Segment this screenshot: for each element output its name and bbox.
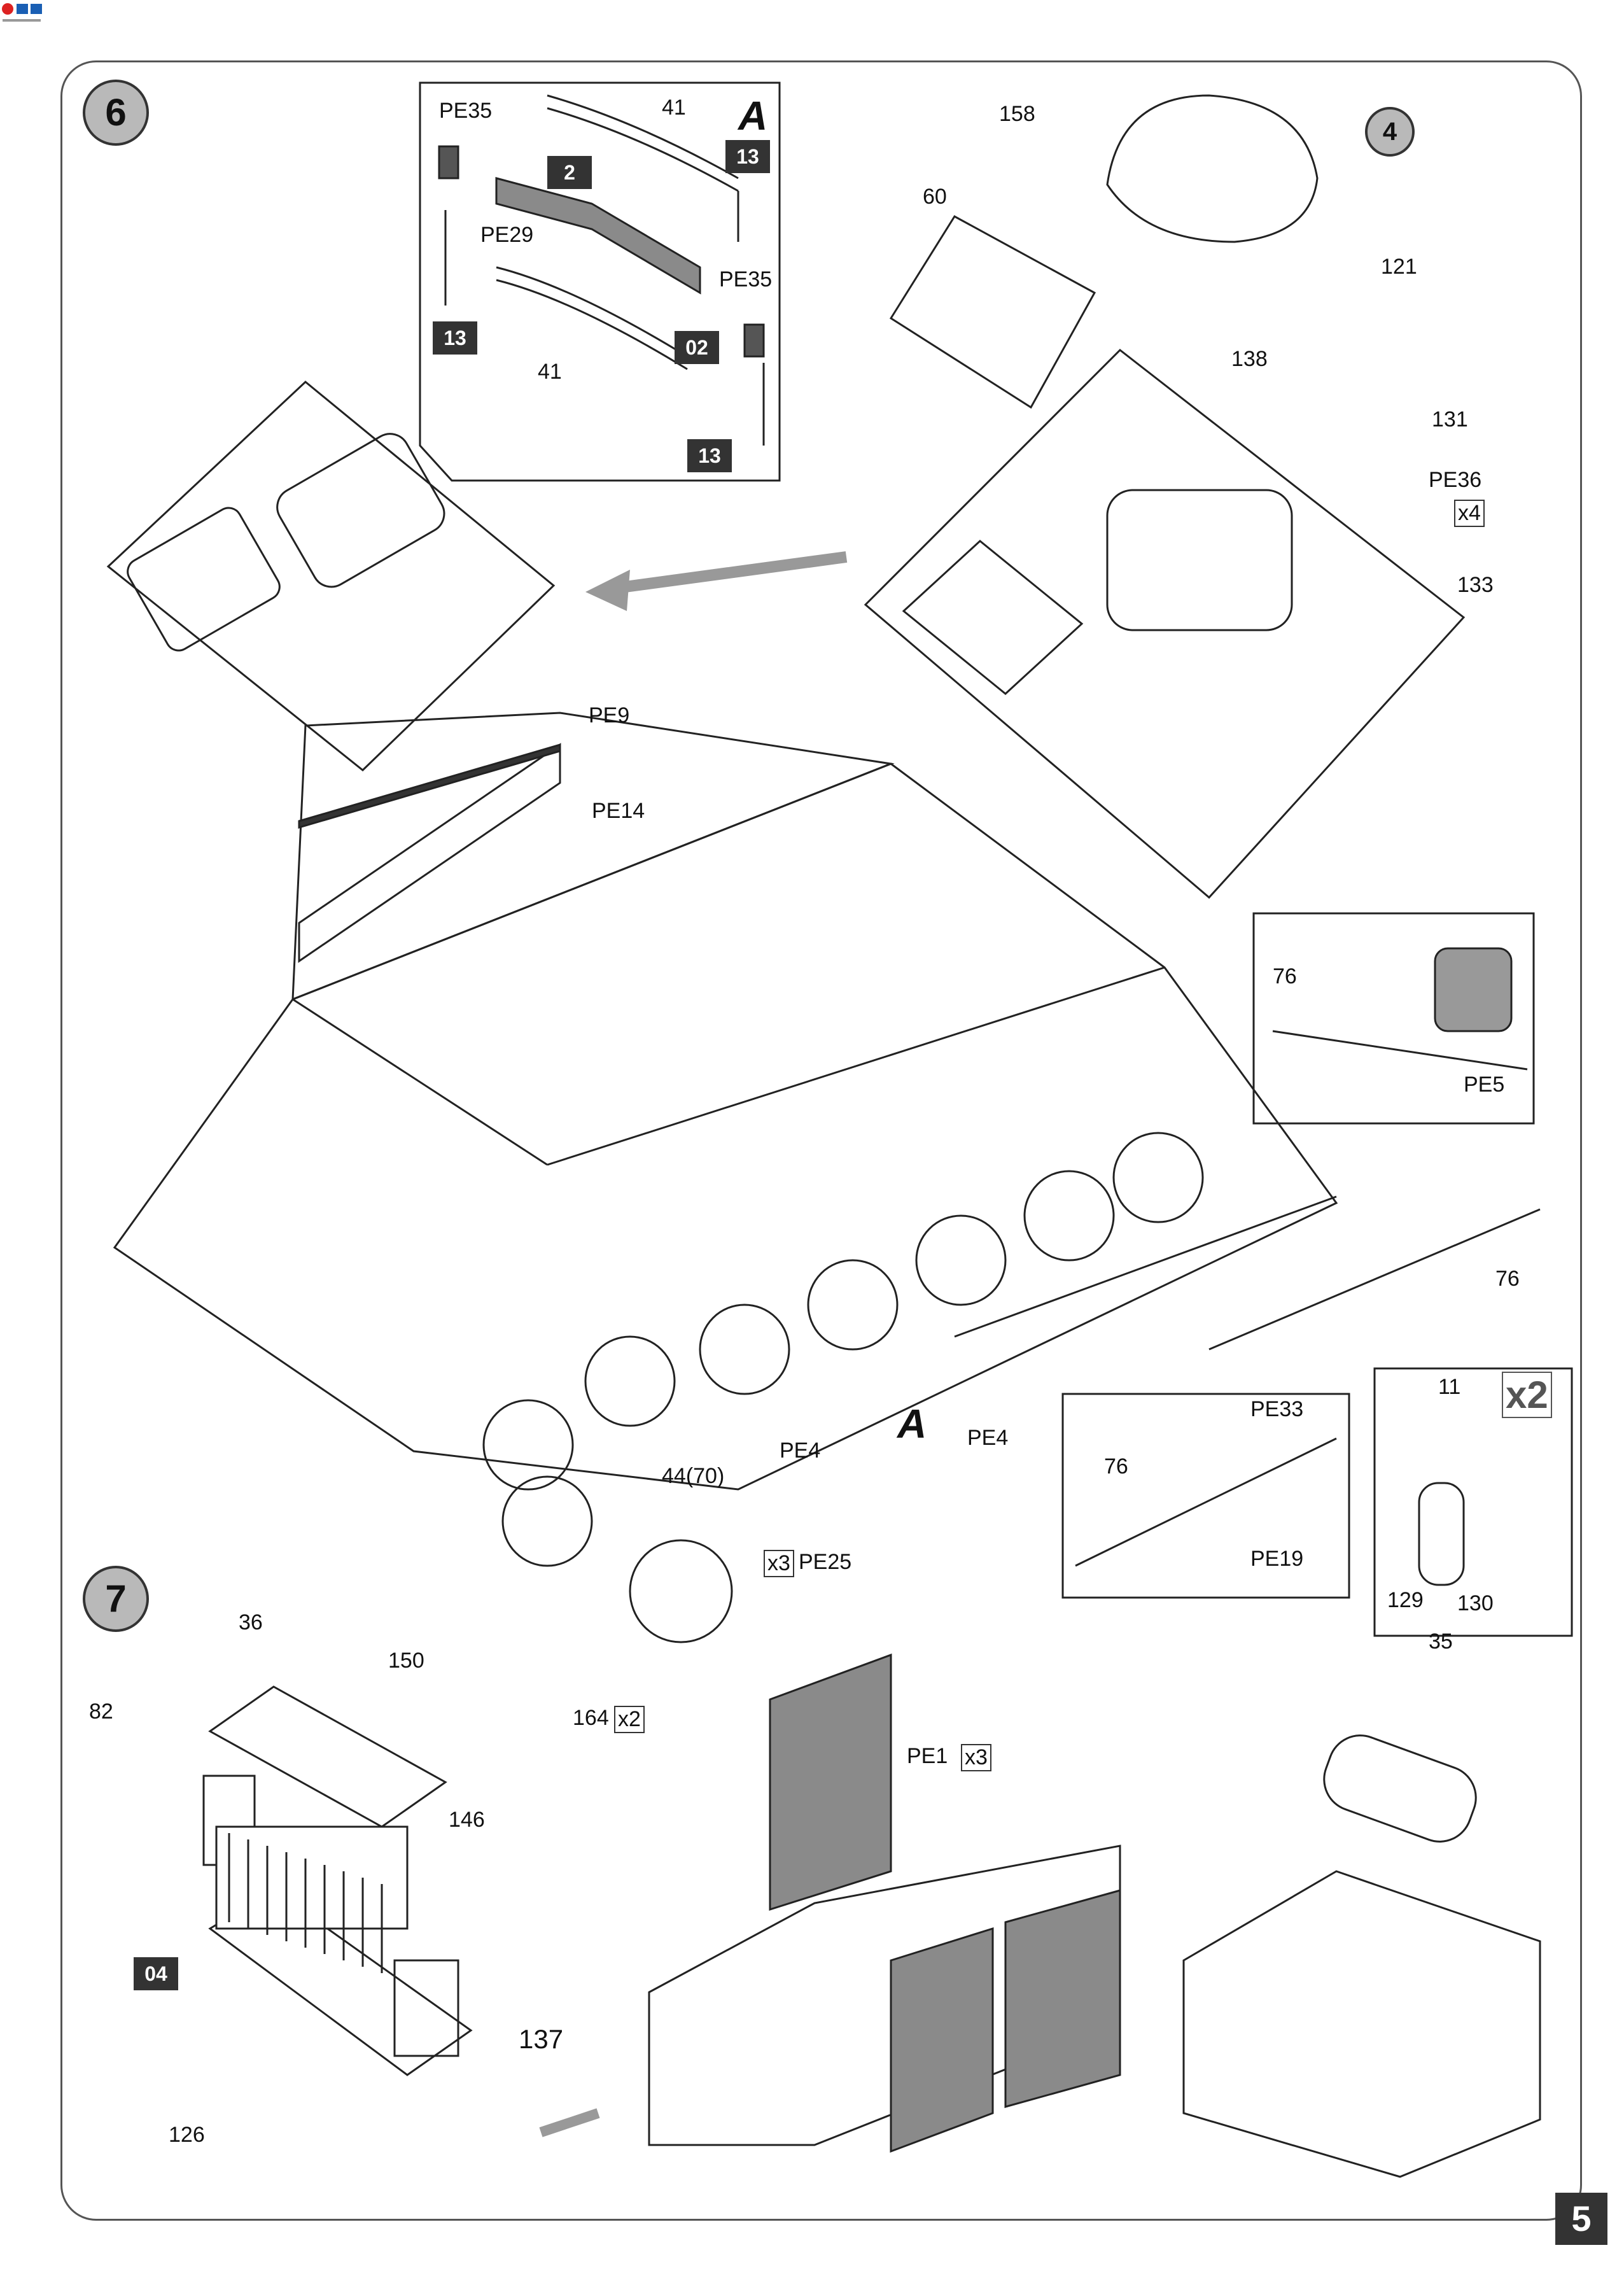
part-ref-13-bottom: 13 <box>687 439 732 472</box>
label-pe29: PE29 <box>480 223 534 247</box>
callout-4: 4 <box>1365 107 1415 157</box>
label-150: 150 <box>388 1649 424 1673</box>
label-76-antenna: 76 <box>1104 1454 1128 1479</box>
engine-deck-plate <box>106 381 556 771</box>
label-11: 11 <box>1438 1375 1461 1399</box>
rod-76 <box>1208 1208 1541 1351</box>
label-a-placement: A <box>897 1401 927 1447</box>
label-subassembly-a: A <box>738 93 768 139</box>
label-pe19: PE19 <box>1250 1547 1304 1571</box>
label-60: 60 <box>923 185 947 209</box>
compartment-with-exhaust <box>1182 1870 1541 2178</box>
label-130: 130 <box>1457 1591 1494 1615</box>
label-137: 137 <box>519 2024 564 2054</box>
step-7-number: 7 <box>83 1566 149 1632</box>
label-pe4-right: PE4 <box>967 1426 1009 1450</box>
label-164: 164 <box>573 1706 609 1730</box>
qty-x4: x4 <box>1454 500 1485 527</box>
label-36: 36 <box>239 1610 263 1635</box>
label-44-70: 44(70) <box>662 1464 725 1488</box>
label-158: 158 <box>999 102 1035 126</box>
part-ref-02: 02 <box>675 331 719 364</box>
label-pe36: PE36 <box>1429 468 1482 492</box>
qty-x3-pe1: x3 <box>961 1744 991 1771</box>
label-41-bottom: 41 <box>538 360 562 384</box>
label-35: 35 <box>1429 1629 1453 1654</box>
sprocket-164 <box>629 1539 733 1643</box>
label-138: 138 <box>1231 347 1268 371</box>
part-ref-2: 2 <box>547 156 592 189</box>
hub-44 <box>501 1475 593 1567</box>
step-6-number: 6 <box>83 80 149 146</box>
part-ref-04: 04 <box>134 1957 178 1990</box>
road-wheels <box>482 1132 1204 1491</box>
cupola-4 <box>1106 94 1319 243</box>
page-number: 5 <box>1555 2193 1607 2245</box>
label-76-pe5: 76 <box>1273 964 1297 988</box>
label-126: 126 <box>169 2123 205 2147</box>
inset-exhaust-box <box>1373 1367 1573 1637</box>
label-146: 146 <box>449 1808 485 1832</box>
label-76-rod: 76 <box>1495 1267 1520 1291</box>
label-129: 129 <box>1387 1588 1424 1612</box>
pe35-part <box>438 145 459 179</box>
bar-41-bottom <box>496 266 688 358</box>
qty-x3-pe25: x3 <box>764 1550 794 1577</box>
label-131: 131 <box>1432 407 1468 432</box>
part-ref-13-left: 13 <box>433 321 477 355</box>
pe29-part <box>495 177 701 295</box>
plate-146 <box>208 1685 447 1828</box>
page-frame <box>60 60 1582 2221</box>
label-pe33: PE33 <box>1250 1397 1304 1421</box>
inset-a-box <box>419 81 781 482</box>
label-pe4-left: PE4 <box>780 1438 821 1463</box>
label-pe14: PE14 <box>592 799 645 823</box>
label-pe9: PE9 <box>589 703 630 728</box>
hatch-60 <box>889 215 1096 409</box>
inset-pe5-box <box>1252 912 1535 1125</box>
modelmakers-logo <box>0 1 45 22</box>
qty-x2-sprocket: x2 <box>614 1706 645 1733</box>
label-pe25: PE25 <box>799 1550 852 1574</box>
pe1-part <box>769 1653 892 1911</box>
label-133: 133 <box>1457 573 1494 597</box>
bar-41-top <box>547 94 739 179</box>
qty-x2-exhaust: x2 <box>1502 1372 1552 1418</box>
part-137 <box>393 1959 459 2057</box>
label-pe1: PE1 <box>907 1744 948 1768</box>
plate-133 <box>864 349 1466 899</box>
label-82: 82 <box>89 1699 113 1724</box>
label-121: 121 <box>1381 255 1417 279</box>
part-ref-13-top: 13 <box>725 140 770 173</box>
inset-antenna-box <box>1061 1393 1350 1599</box>
label-pe35-bottom: PE35 <box>719 267 773 292</box>
label-41-top: 41 <box>662 95 686 120</box>
label-pe35-top: PE35 <box>439 99 493 123</box>
radiator-fins <box>215 1825 409 1973</box>
label-pe5: PE5 <box>1464 1072 1505 1097</box>
